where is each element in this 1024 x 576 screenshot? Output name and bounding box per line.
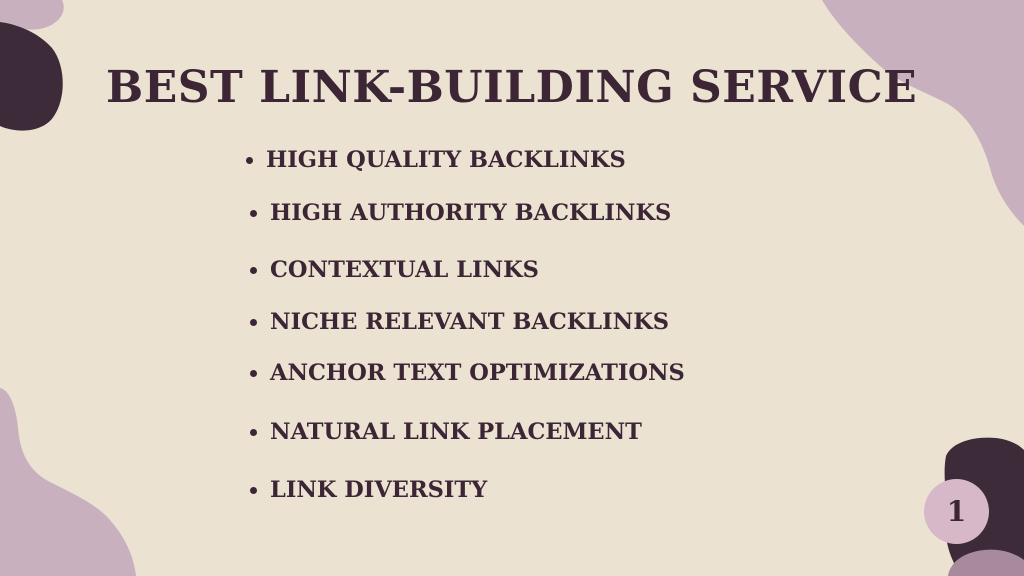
- bullet-label: CONTEXTUAL LINKS: [270, 257, 539, 283]
- bullet-dot-icon: [250, 319, 257, 326]
- bullet-label: NICHE RELEVANT BACKLINKS: [270, 309, 670, 335]
- bullet-dot-icon: [246, 157, 253, 164]
- page-number: 1: [946, 495, 967, 528]
- bullet-dot-icon: [250, 210, 257, 217]
- bullet-label: ANCHOR TEXT OPTIMIZATIONS: [270, 360, 685, 386]
- bullet-dot-icon: [250, 267, 257, 274]
- top-left-dark-blob: [0, 22, 63, 131]
- bullet-label: LINK DIVERSITY: [270, 477, 488, 503]
- bullet-label: HIGH QUALITY BACKLINKS: [266, 147, 626, 173]
- bullet-item-high-quality-backlinks: HIGH QUALITY BACKLINKS: [246, 146, 626, 174]
- top-right-mauve-blob: [822, 0, 1024, 226]
- bullet-item-contextual-links: CONTEXTUAL LINKS: [250, 256, 539, 284]
- slide-title: BEST LINK-BUILDING SERVICE: [106, 62, 918, 113]
- bullet-item-anchor-text-optimizations: ANCHOR TEXT OPTIMIZATIONS: [250, 359, 685, 387]
- bullet-item-high-authority-backlinks: HIGH AUTHORITY BACKLINKS: [250, 199, 672, 227]
- bullet-dot-icon: [250, 429, 257, 436]
- bullet-item-niche-relevant-backlinks: NICHE RELEVANT BACKLINKS: [250, 308, 670, 336]
- top-left-pink-blob: [0, 0, 64, 30]
- bullet-dot-icon: [250, 370, 257, 377]
- bullet-item-link-diversity: LINK DIVERSITY: [250, 476, 488, 504]
- bullet-label: NATURAL LINK PLACEMENT: [270, 419, 642, 445]
- bullet-item-natural-link-placement: NATURAL LINK PLACEMENT: [250, 418, 642, 446]
- bottom-left-mauve-blob: [0, 388, 136, 576]
- bottom-right-rose-blob: [948, 549, 1024, 576]
- bullet-dot-icon: [250, 487, 257, 494]
- page-number-badge: 1: [924, 479, 989, 544]
- bullet-label: HIGH AUTHORITY BACKLINKS: [270, 200, 672, 226]
